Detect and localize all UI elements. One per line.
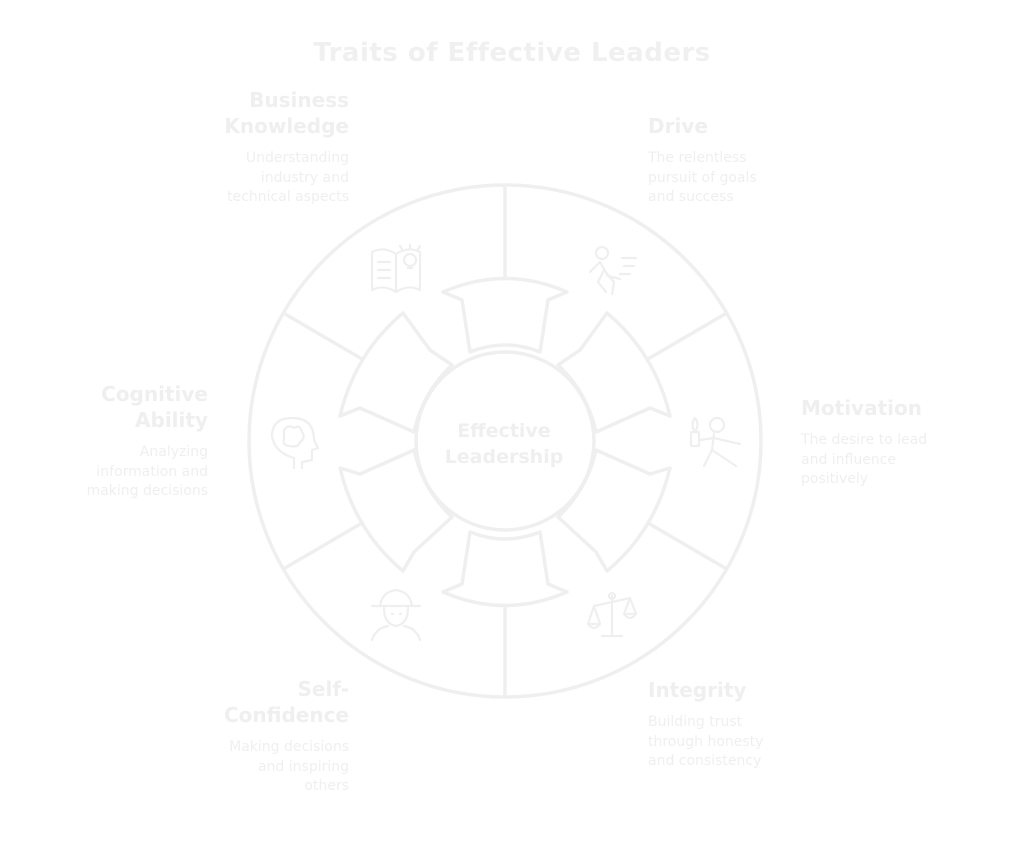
trait-drive: Drive The relentless pursuit of goals an… [648,113,848,208]
arrow-top [441,276,569,354]
arrow-upper-left [338,311,454,434]
arrow-upper-right [556,311,672,434]
arrow-lower-right [556,448,672,573]
running-person-icon [588,245,638,296]
trait-motivation: Motivation The desire to lead and influe… [801,395,1001,490]
trait-business-knowledge: Business Knowledge Understanding industr… [149,87,349,208]
trait-title: Self- Confidence [223,677,349,727]
person-hat-icon [370,588,422,642]
trait-self-confidence: Self- Confidence Making decisions and in… [149,676,349,797]
arrow-bottom [441,530,569,608]
inward-arrows [338,276,672,608]
trait-title: Business Knowledge [224,88,349,138]
book-lightbulb-icon [370,243,422,294]
brain-head-icon [270,416,320,470]
trait-title: Motivation [801,396,922,420]
arrow-lower-left [338,448,454,573]
person-torch-icon [689,416,742,468]
trait-title: Cognitive Ability [101,382,208,432]
divider-lower-right [646,521,727,570]
trait-description: The relentless pursuit of goals and succ… [648,150,757,205]
trait-cognitive-ability: Cognitive Ability Analyzing information … [8,381,208,502]
center-label: Effective Leadership [444,420,564,468]
center-hub [414,350,596,532]
trait-description: The desire to lead and influence positiv… [801,432,928,487]
divider-upper-left [283,312,364,361]
trait-description: Analyzing information and making decisio… [86,444,208,499]
trait-description: Understanding industry and technical asp… [227,150,349,205]
segment-dividers [283,185,727,699]
trait-title: Integrity [648,678,747,702]
diagram-title: Traits of Effective Leaders [313,38,711,68]
trait-description: Building trust through honesty and consi… [648,714,764,769]
divider-upper-right [646,312,727,361]
trait-integrity: Integrity Building trust through honesty… [648,677,848,772]
trait-description: Making decisions and inspiring others [229,739,349,794]
scales-icon [586,591,638,638]
divider-lower-left [283,521,364,570]
trait-title: Drive [648,114,708,138]
